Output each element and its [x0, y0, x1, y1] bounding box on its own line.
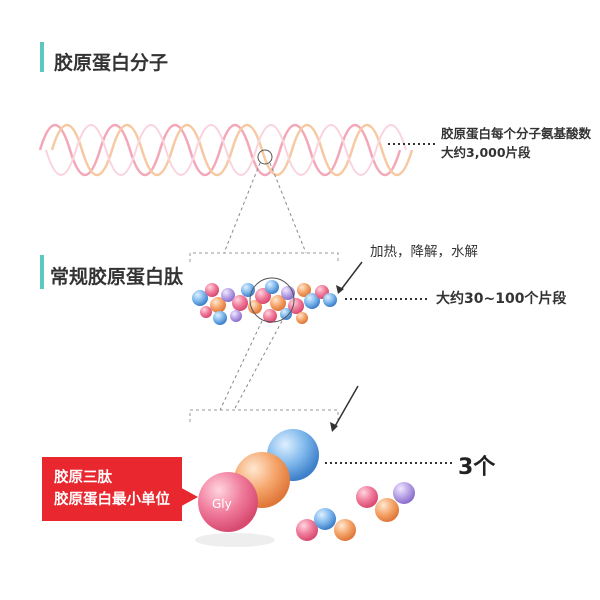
arrow-tripeptide — [333, 385, 359, 429]
bracket-peptide — [189, 252, 339, 262]
zoom-circle-helix — [257, 149, 273, 165]
helix-strand-orange — [50, 124, 414, 176]
tripeptide-box-line2: 胶原蛋白最小单位 — [54, 492, 170, 508]
collagen-peptide-title: 常规胶原蛋白肽 — [50, 266, 184, 288]
tripeptide-box: 胶原三肽 胶原蛋白最小单位 — [42, 457, 182, 521]
gly-label: Gly — [212, 497, 232, 511]
bracket-tripeptide — [189, 409, 339, 422]
accent-bar-molecule — [40, 42, 44, 72]
accent-bar-peptide — [40, 255, 44, 289]
tripeptide-box-line1: 胶原三肽 — [54, 470, 112, 486]
molecule-note-line2: 大约3,000片段 — [441, 145, 531, 160]
zoom-line-4 — [233, 320, 283, 411]
molecule-note-line1: 胶原蛋白每个分子氨基酸数 — [441, 126, 592, 141]
arrow-process — [339, 261, 363, 292]
zoom-line-3 — [219, 320, 263, 411]
peptide-note: 大约30~100个片段 — [436, 291, 567, 307]
zoom-circle-peptide — [249, 277, 295, 323]
redbox-pointer — [176, 485, 198, 509]
zoom-line-1 — [223, 162, 261, 254]
tripeptide-balls — [195, 429, 319, 547]
peptide-cluster — [192, 280, 337, 325]
tripeptide-count: 3个 — [458, 455, 496, 480]
helix-strand-light — [45, 124, 407, 176]
small-balls — [296, 482, 415, 541]
molecule-note: 胶原蛋白每个分子氨基酸数 大约3,000片段 — [441, 124, 591, 162]
collagen-molecule-title: 胶原蛋白分子 — [54, 52, 169, 74]
zoom-line-2 — [269, 162, 307, 254]
process-label: 加热，降解，水解 — [370, 244, 478, 260]
helix-strand-pink — [38, 124, 402, 176]
